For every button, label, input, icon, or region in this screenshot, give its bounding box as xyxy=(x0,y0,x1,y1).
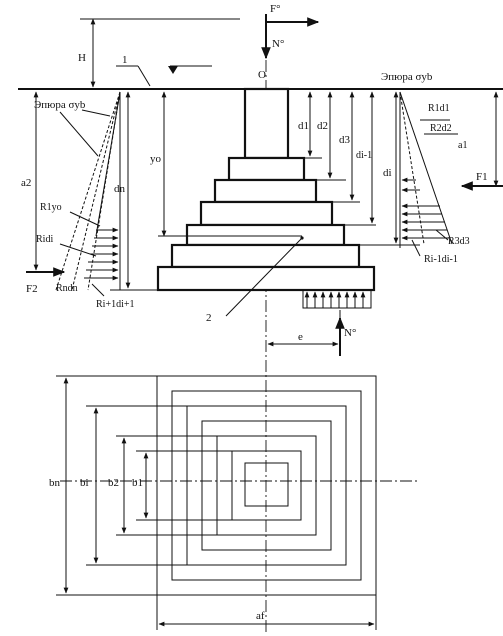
left-epure-dashed-1 xyxy=(55,91,121,291)
leader-epure-left-2 xyxy=(59,111,99,157)
label-r2d2: R2d2 xyxy=(430,123,452,134)
foundation-column xyxy=(243,87,290,160)
base-pressure-arrows xyxy=(304,291,366,308)
label-epure-right: Эпюра σyb xyxy=(381,71,433,83)
label-b1: b1 xyxy=(132,477,143,489)
foundation-step-1 xyxy=(227,156,306,182)
label-epure-left: Эпюра σyb xyxy=(34,99,86,111)
right-epure-dashed xyxy=(399,91,425,245)
leader-marker-2 xyxy=(225,237,303,317)
label-e: e xyxy=(298,331,303,343)
left-epure-dashed-2 xyxy=(71,91,121,291)
label-ridi: Ridi xyxy=(36,234,53,245)
left-epure-arrows xyxy=(84,227,119,281)
plan-step-4 xyxy=(201,420,332,551)
leader-ri1di1-left xyxy=(91,283,105,297)
label-bi: bi xyxy=(80,477,89,489)
label-rndn: Rndn xyxy=(56,283,78,294)
plan-column xyxy=(244,462,289,507)
leader-r1yo xyxy=(69,211,101,227)
ground-level-triangle-icon xyxy=(168,66,178,74)
label-di1: di-1 xyxy=(356,150,372,161)
label-f2: F2 xyxy=(26,283,38,295)
label-af: af xyxy=(256,610,265,622)
label-axial-force-top: N° xyxy=(272,38,284,50)
label-r1d1: R1d1 xyxy=(428,103,450,114)
foundation-step-6 xyxy=(156,265,376,292)
leader-marker-1 xyxy=(137,65,151,87)
label-a1: a1 xyxy=(458,140,467,151)
plan-step-5 xyxy=(216,435,317,536)
foundation-step-5 xyxy=(170,243,361,269)
label-marker-2: 2 xyxy=(206,312,212,324)
leader-ridi xyxy=(59,243,97,257)
plan-step-6 xyxy=(231,450,302,521)
base-pressure-epure xyxy=(302,289,372,309)
foundation-step-3 xyxy=(199,200,334,227)
label-r1yo: R1yo xyxy=(40,202,62,213)
foundation-step-2 xyxy=(213,178,318,204)
label-di: di xyxy=(383,167,392,179)
label-force-vertical-top: F° xyxy=(270,3,281,15)
leader-epure-left-1 xyxy=(81,109,111,117)
leader-ri1di1 xyxy=(411,239,421,257)
label-ri1di1: Ri-1di-1 xyxy=(424,254,458,265)
marker-2-point xyxy=(300,236,304,240)
left-epure-slope xyxy=(95,91,121,237)
right-epure-arrows xyxy=(401,177,449,241)
label-r3d3: R3d3 xyxy=(448,236,470,247)
label-d3: d3 xyxy=(339,134,351,146)
label-d2: d2 xyxy=(317,120,328,132)
leader-r3d3 xyxy=(435,229,449,241)
label-d1: d1 xyxy=(298,120,309,132)
foundation-step-4 xyxy=(185,223,346,247)
label-ri1di1-left: Ri+1di+1 xyxy=(96,299,135,310)
plan-step-3 xyxy=(186,405,347,566)
label-a2: a2 xyxy=(21,177,31,189)
label-b2: b2 xyxy=(108,477,119,489)
plan-step-2 xyxy=(171,390,362,581)
plan-step-1 xyxy=(156,375,377,596)
label-bn: bn xyxy=(49,477,61,489)
label-depth-h: H xyxy=(78,52,86,64)
label-ground-marker: 1 xyxy=(122,54,128,66)
label-f1: F1 xyxy=(476,171,488,183)
label-origin: O xyxy=(258,69,266,81)
label-yo: yo xyxy=(150,153,162,165)
right-epure-slope xyxy=(399,91,453,245)
label-axial-force-bottom: N° xyxy=(344,327,356,339)
